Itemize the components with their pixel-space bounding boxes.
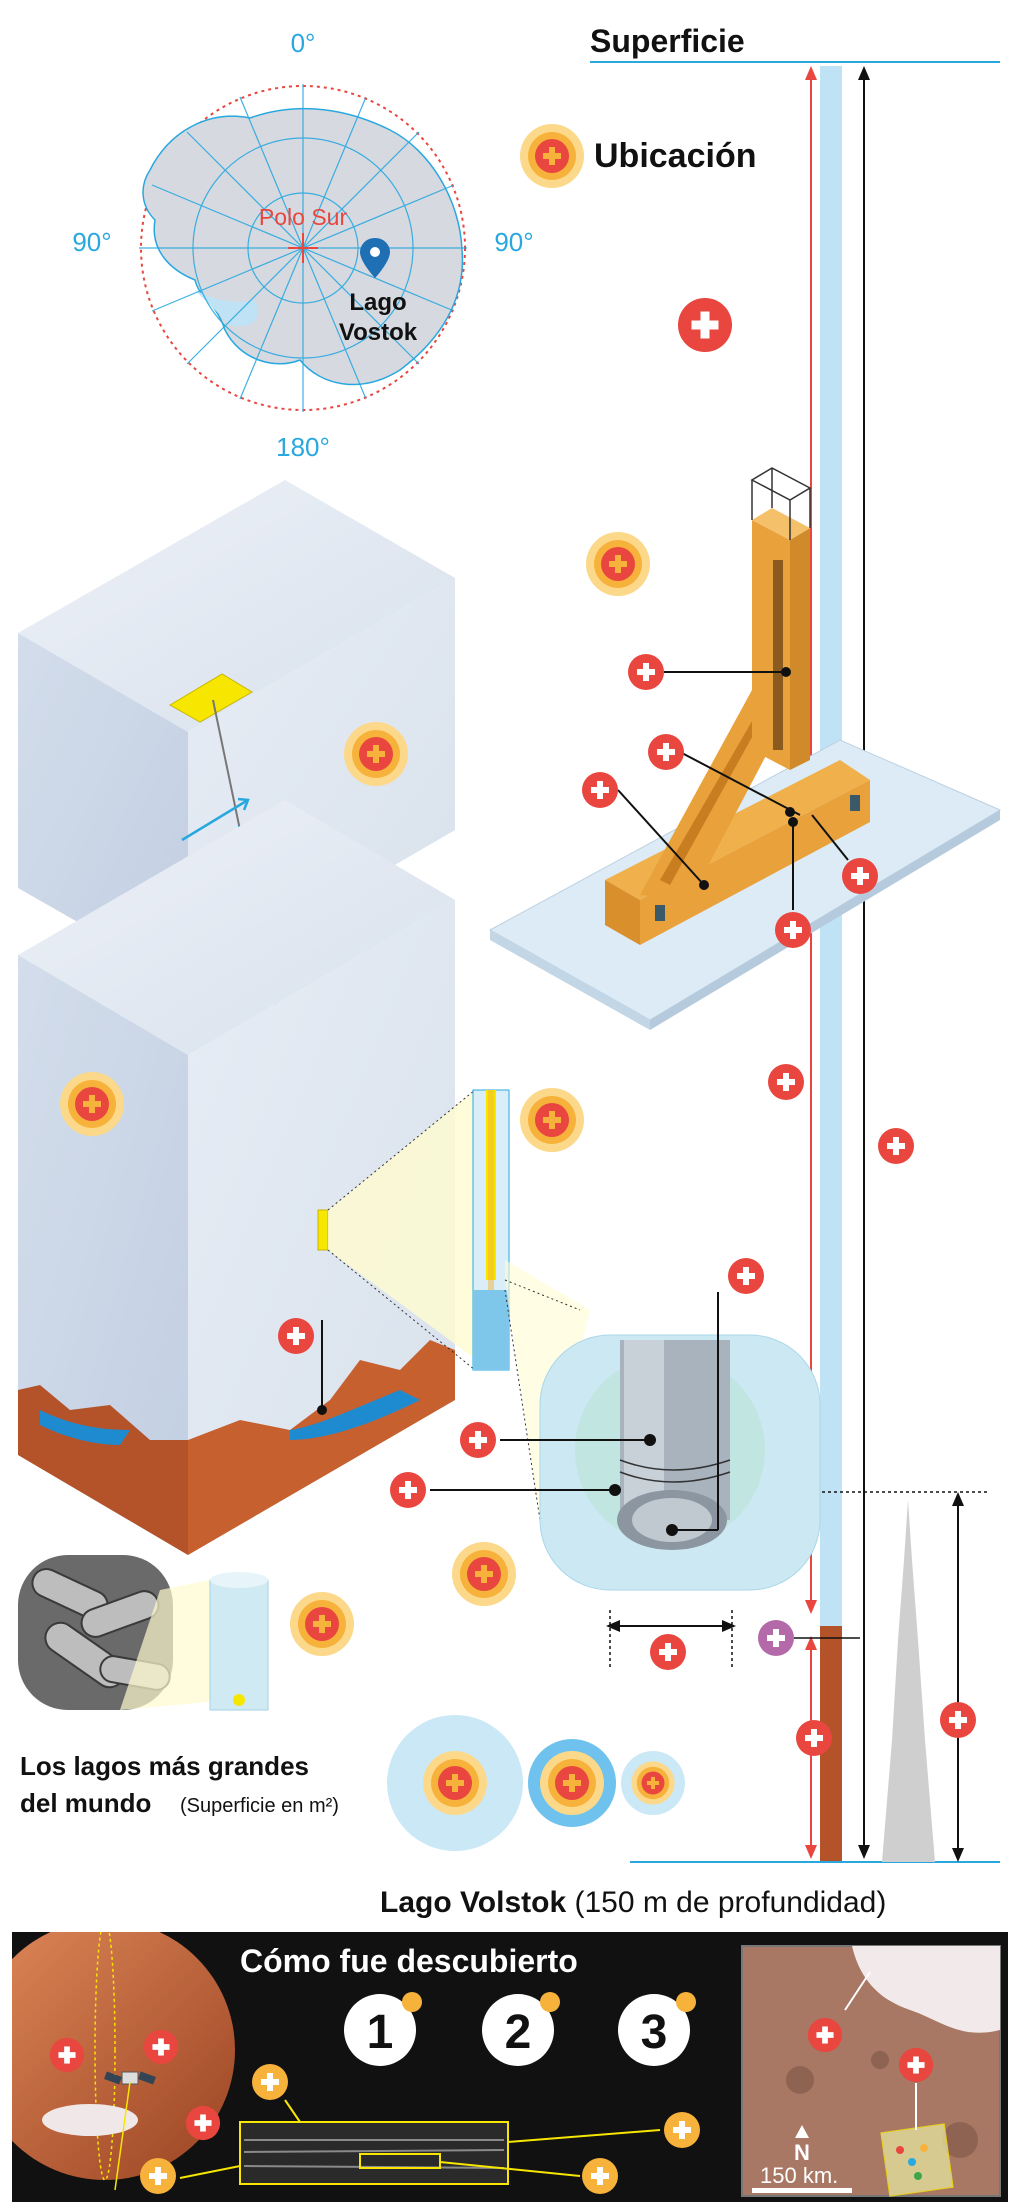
step-1[interactable]: 1 — [344, 1992, 422, 2066]
hotspot-lake-1[interactable] — [423, 1751, 487, 1815]
lakes-title-line2: del mundo — [20, 1788, 151, 1818]
hotspot-tower-orange[interactable] — [586, 532, 650, 596]
location-label: Ubicación — [594, 137, 756, 175]
hotspot-drill-2[interactable] — [460, 1422, 496, 1458]
hotspot-tower-3[interactable] — [582, 772, 618, 808]
skyscraper-silhouette — [882, 1500, 935, 1862]
lakes-title-line1: Los lagos más grandes — [20, 1751, 309, 1781]
map-label-right-90: 90° — [494, 227, 533, 257]
lake-label-line1: Lago — [349, 289, 406, 316]
location-hotspot[interactable] — [520, 124, 584, 188]
hotspot-lake-3[interactable] — [631, 1761, 675, 1805]
drilling-station — [488, 467, 1002, 1030]
hotspot-bedrock[interactable] — [796, 1720, 832, 1756]
mars-planet — [12, 1932, 235, 2181]
hotspot-radar-4[interactable] — [582, 2158, 618, 2194]
hotspot-radar-3[interactable] — [664, 2112, 700, 2148]
hotspot-satellite-2[interactable] — [898, 2047, 934, 2083]
map-label-180: 180° — [276, 432, 330, 462]
hotspot-tower-5[interactable] — [775, 912, 811, 948]
hotspot-mars-2[interactable] — [143, 2029, 179, 2065]
hotspot-lake-2[interactable] — [540, 1751, 604, 1815]
lakes-subtitle: (Superficie en m²) — [180, 1795, 339, 1817]
hotspot-ice-column[interactable] — [768, 1064, 804, 1100]
step-2[interactable]: 2 — [482, 1992, 560, 2066]
discovery-title: Cómo fue descubierto — [240, 1943, 578, 1979]
map-label-left-90: 90° — [72, 227, 111, 257]
hotspot-tower-1[interactable] — [628, 654, 664, 690]
compass-letter: N — [794, 2140, 810, 2165]
footer-lake-name: Lago Volstok — [380, 1886, 566, 1919]
hotspot-borehole[interactable] — [520, 1088, 584, 1152]
hotspot-lake-water[interactable] — [278, 1318, 314, 1354]
hotspot-satellite-1[interactable] — [807, 2017, 843, 2053]
hotspot-top[interactable] — [678, 298, 732, 352]
hotspot-radar-1[interactable] — [252, 2064, 288, 2100]
hotspot-mars-1[interactable] — [49, 2037, 85, 2073]
hotspot-mars-3[interactable] — [185, 2105, 221, 2141]
lake-label-line2: Vostok — [339, 319, 418, 346]
compass-arrow-icon — [795, 2125, 809, 2138]
ice-core-sample — [209, 1579, 269, 1711]
hotspot-drill-1[interactable] — [728, 1258, 764, 1294]
hotspot-drill-orange[interactable] — [452, 1542, 516, 1606]
scale-label: 150 km. — [760, 2163, 838, 2188]
hotspot-tower-2[interactable] — [648, 734, 684, 770]
hotspot-tower-4[interactable] — [842, 858, 878, 894]
hotspot-bacteria[interactable] — [290, 1592, 354, 1656]
hotspot-ice-upper[interactable] — [344, 722, 408, 786]
hotspot-radar-2[interactable] — [140, 2158, 176, 2194]
ice-block-lower — [18, 800, 455, 1555]
step-3-number: 3 — [641, 2006, 668, 2059]
pole-label: Polo Sur — [259, 204, 348, 230]
map-label-0: 0° — [291, 28, 316, 58]
hotspot-depth[interactable] — [878, 1128, 914, 1164]
step-2-number: 2 — [505, 2006, 532, 2059]
hotspot-diameter[interactable] — [650, 1634, 686, 1670]
scale-bar — [752, 2188, 852, 2193]
footer-caption: Lago Volstok (150 m de profundidad) — [380, 1886, 886, 1919]
hotspot-ice-lower[interactable] — [60, 1072, 124, 1136]
map-pin-icon — [360, 238, 390, 278]
antarctica-map — [139, 84, 467, 412]
surface-label: Superficie — [590, 23, 745, 59]
hotspot-drill-3[interactable] — [390, 1472, 426, 1508]
step-1-number: 1 — [367, 2006, 394, 2059]
bedrock-column — [820, 1626, 842, 1862]
footer-depth-note: (150 m de profundidad) — [574, 1886, 886, 1919]
step-3[interactable]: 3 — [618, 1992, 696, 2066]
hotspot-skyscraper[interactable] — [940, 1702, 976, 1738]
